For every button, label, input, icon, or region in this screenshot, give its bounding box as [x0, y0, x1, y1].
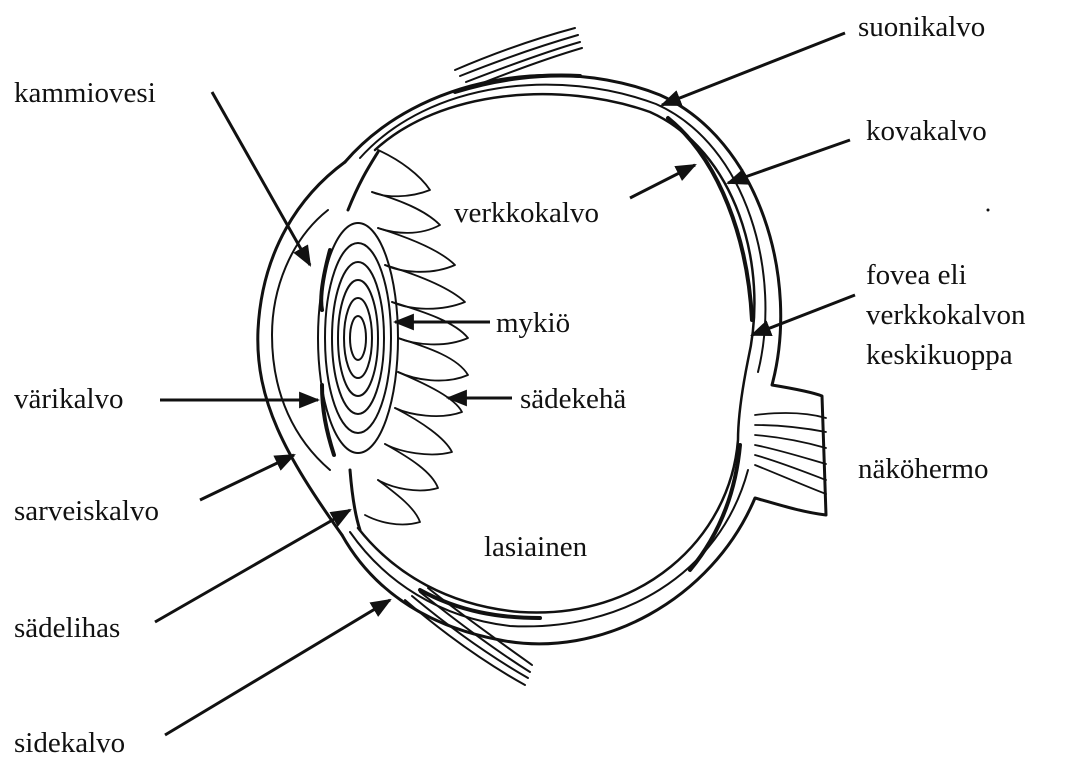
label-sadelihas: sädelihas — [14, 612, 120, 644]
label-verkkokalvo: verkkokalvo — [454, 197, 599, 229]
arrow-fovea — [752, 295, 855, 335]
arrow-kammiovesi — [212, 92, 310, 265]
arrow-sidekalvo — [165, 600, 390, 735]
label-fovea-line1: fovea eli — [866, 259, 967, 291]
label-sadekeha: sädekehä — [520, 383, 626, 415]
stray-dot — [987, 209, 990, 212]
optic-nerve — [755, 413, 826, 494]
label-suonikalvo: suonikalvo — [858, 11, 985, 43]
label-varikalvo: värikalvo — [14, 383, 124, 415]
ciliary-muscle — [348, 152, 378, 530]
pointer-arrows — [155, 33, 855, 735]
label-mykio: mykiö — [496, 307, 570, 339]
lens — [318, 223, 398, 453]
labels: kammiovesi suonikalvo kovakalvo verkkoka… — [14, 11, 1026, 759]
label-kovakalvo: kovakalvo — [866, 115, 987, 147]
arrow-sarveiskalvo — [200, 455, 294, 500]
arrow-suonikalvo — [662, 33, 845, 105]
label-lasiainen: lasiainen — [484, 531, 588, 563]
label-fovea-line2: verkkokalvon — [866, 299, 1026, 331]
arrow-kovakalvo — [728, 140, 850, 183]
label-sidekalvo: sidekalvo — [14, 727, 125, 759]
arrow-verkkokalvo — [630, 165, 695, 198]
label-kammiovesi: kammiovesi — [14, 77, 156, 109]
label-sarveiskalvo: sarveiskalvo — [14, 495, 159, 527]
ciliary-body — [365, 150, 468, 524]
label-nakohermo: näköhermo — [858, 453, 988, 485]
arrow-sadelihas — [155, 510, 350, 622]
label-fovea-line3: keskikuoppa — [866, 339, 1013, 371]
eyeball — [258, 28, 826, 685]
